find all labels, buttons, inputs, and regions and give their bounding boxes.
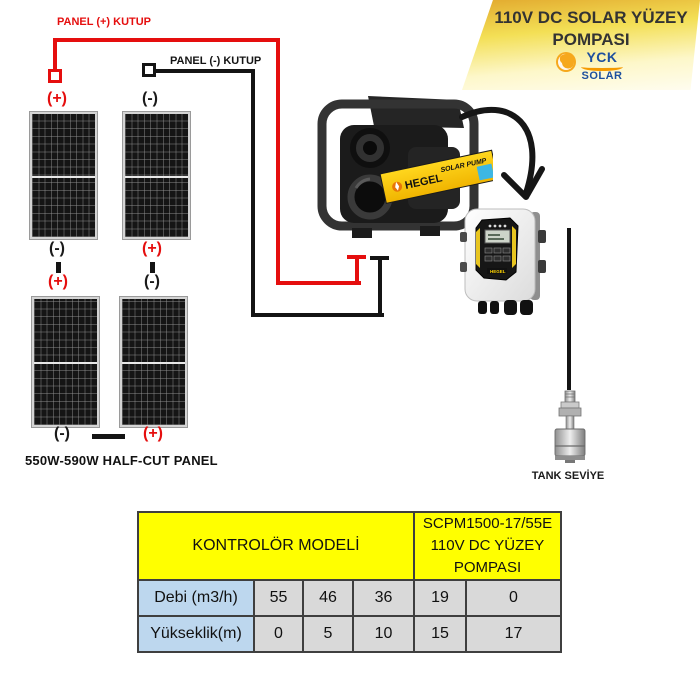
table-cell: 46 — [302, 579, 354, 617]
pump-model-line2: 110V DC YÜZEY — [430, 537, 545, 555]
logo-sub: SOLAR — [581, 70, 623, 82]
tank-level-label: TANK SEVİYE — [531, 470, 605, 482]
negative-wire-segment — [156, 69, 255, 73]
row-label-head: Yükseklik(m) — [137, 615, 255, 653]
logo-brand: YCK — [586, 49, 618, 65]
polarity-label: (+) — [48, 273, 68, 290]
table-cell: 0 — [253, 615, 304, 653]
panel-caption: 550W-590W HALF-CUT PANEL — [25, 453, 218, 468]
negative-wire-segment — [251, 69, 255, 317]
controller-button — [484, 247, 493, 254]
series-link — [56, 262, 61, 273]
yck-solar-logo: YCK SOLAR — [554, 50, 623, 82]
solar-panel-2 — [123, 112, 190, 239]
logo-wordmark: YCK SOLAR — [581, 50, 623, 82]
cable-gland — [478, 301, 487, 314]
controller-display — [484, 229, 511, 244]
positive-wire-segment — [53, 40, 57, 73]
polarity-label: (+) — [142, 240, 162, 257]
negative-terminal — [370, 256, 389, 260]
polarity-label: (-) — [142, 90, 158, 107]
table-cell: 36 — [352, 579, 415, 617]
logo-swoosh — [581, 63, 623, 71]
series-link — [92, 434, 125, 439]
polarity-label: (+) — [143, 425, 163, 442]
controller-button — [493, 247, 502, 254]
pump-image: HEGEL SOLAR PUMP — [317, 96, 493, 238]
float-body — [554, 428, 586, 457]
table-cell: 15 — [413, 615, 467, 653]
table-row-head: Yükseklik(m) 0 5 10 15 17 — [137, 615, 562, 653]
polarity-label: (-) — [54, 425, 70, 442]
float-switch-image — [554, 390, 586, 463]
pump-model-line3: POMPASI — [453, 558, 522, 576]
table-cell: 19 — [413, 579, 467, 617]
table-row-flow: Debi (m3/h) 55 46 36 19 0 — [137, 579, 562, 617]
table-header-controller-model: KONTROLÖR MODELİ — [137, 511, 415, 581]
pump-label-band: HEGEL SOLAR PUMP — [379, 149, 493, 204]
table-cell: 55 — [253, 579, 304, 617]
negative-wire-segment — [378, 259, 382, 317]
float-switch-cable — [567, 228, 571, 390]
table-cell: 10 — [352, 615, 415, 653]
curved-arrow-icon — [459, 106, 545, 200]
spec-table: KONTROLÖR MODELİ SCPM1500-17/55E 110V DC… — [137, 511, 562, 653]
solar-panel-4 — [120, 297, 187, 427]
solar-panel-3 — [32, 297, 99, 427]
controller-button — [502, 255, 511, 262]
positive-terminal — [347, 255, 366, 259]
banner-title-line2: POMPASI — [552, 30, 630, 49]
sun-swirl-icon — [556, 52, 576, 72]
banner-title-line1: 110V DC SOLAR YÜZEY — [494, 8, 688, 27]
controller-button — [502, 247, 511, 254]
positive-wire-segment — [355, 258, 359, 285]
polarity-label: (-) — [49, 240, 65, 257]
panel-negative-label: PANEL (-) KUTUP — [170, 55, 262, 67]
table-cell: 17 — [465, 615, 562, 653]
solar-panel-1 — [30, 112, 97, 239]
table-header-pump-model: SCPM1500-17/55E 110V DC YÜZEY POMPASI — [413, 511, 562, 581]
positive-wire-segment — [276, 281, 361, 285]
cable-gland — [520, 300, 533, 315]
series-link — [150, 262, 155, 273]
polarity-label: (-) — [144, 273, 160, 290]
polarity-label: (+) — [47, 90, 67, 107]
cable-gland — [504, 300, 517, 315]
table-cell: 0 — [465, 579, 562, 617]
table-cell: 5 — [302, 615, 354, 653]
controller-latch — [538, 230, 546, 243]
negative-connector — [142, 63, 156, 77]
cable-gland — [490, 301, 499, 314]
controller-image: HEGEL — [460, 208, 546, 315]
row-label-flow: Debi (m3/h) — [137, 579, 255, 617]
controller-latch — [538, 260, 546, 273]
positive-connector — [48, 69, 62, 83]
pump-model-line1: SCPM1500-17/55E — [422, 515, 553, 533]
panel-positive-label: PANEL (+) KUTUP — [57, 16, 152, 28]
controller-brand-text: HEGEL — [490, 269, 506, 274]
controller-button — [484, 255, 493, 262]
negative-wire-segment — [251, 313, 384, 317]
positive-wire-segment — [53, 38, 280, 42]
controller-button — [493, 255, 502, 262]
positive-wire-segment — [276, 38, 280, 285]
title-banner: 110V DC SOLAR YÜZEY POMPASI YCK SOLAR — [462, 0, 700, 90]
